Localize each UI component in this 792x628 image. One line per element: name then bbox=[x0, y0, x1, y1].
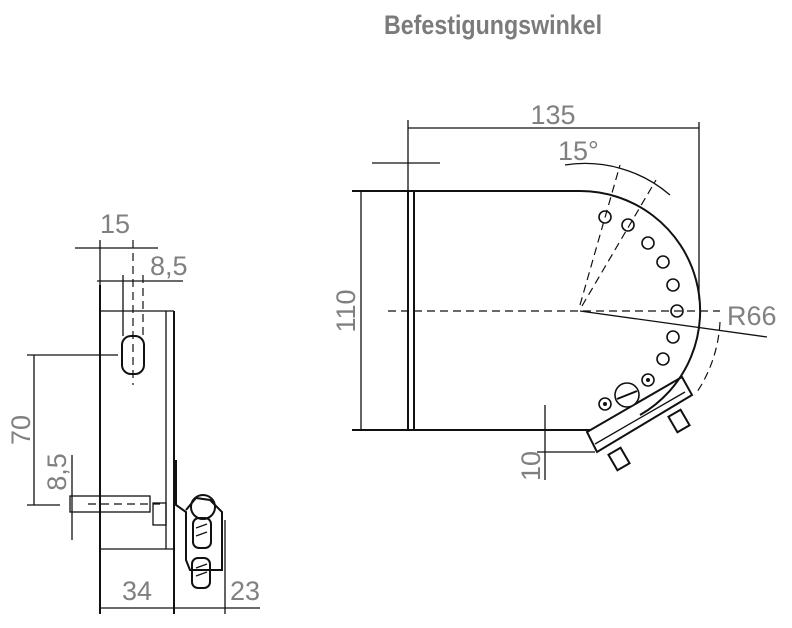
front-view: 135 15° 110 R66 10 bbox=[331, 100, 777, 481]
dim-23: 23 bbox=[230, 576, 260, 606]
dim-r66: R66 bbox=[727, 301, 777, 331]
dim-15: 15 bbox=[100, 209, 130, 239]
drawing-title: Befestigungswinkel bbox=[384, 10, 603, 40]
pin bbox=[69, 495, 151, 513]
clamp-bracket bbox=[585, 375, 694, 454]
clamp-pin-left bbox=[607, 446, 631, 472]
dim-110: 110 bbox=[331, 289, 361, 332]
dim-8-5-slot: 8,5 bbox=[150, 251, 188, 281]
dim-10: 10 bbox=[516, 451, 546, 481]
dim-15-degree: 15° bbox=[558, 136, 599, 166]
thread-lower bbox=[191, 557, 211, 589]
dim-70: 70 bbox=[6, 415, 36, 445]
clamp-pin-right bbox=[667, 408, 691, 434]
mounting-slot bbox=[121, 335, 145, 375]
dim-8-5-pin: 8,5 bbox=[42, 453, 72, 491]
dim-34: 34 bbox=[122, 576, 152, 606]
side-view: 15 8,5 70 8,5 34 23 bbox=[6, 209, 260, 614]
dim-135: 135 bbox=[530, 100, 575, 130]
thread-upper bbox=[192, 517, 212, 549]
